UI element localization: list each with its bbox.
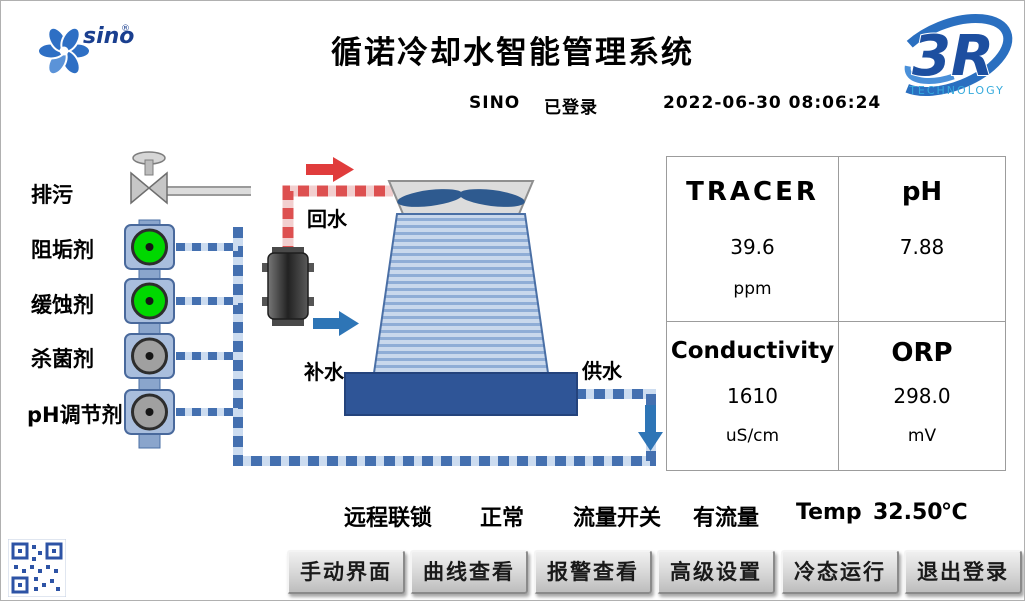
metric-ph-value: 7.88 [899,235,945,259]
return-flow-arrow [306,157,354,182]
button-cold-run[interactable]: 冷态运行 [781,550,899,594]
3r-logo: 3R TECHNOLOGY [889,14,1013,97]
temp-unit: ℃ [941,500,968,525]
interlock-value: 正常 [480,506,525,531]
metric-ph: pH 7.88 [839,157,1005,322]
metric-orp-unit: mV [907,426,937,446]
heat-exchanger[interactable] [262,247,314,326]
pump-biocide[interactable] [124,333,175,379]
label-biocide: 杀菌剂 [31,347,94,371]
button-alarm-view[interactable]: 报警查看 [534,550,652,594]
drain-valve[interactable] [130,151,168,205]
flow-switch-value: 有流量 [693,506,760,531]
label-scale-inhibitor: 阻垢剂 [31,238,94,262]
metric-orp-name: ORP [891,338,953,368]
3r-logo-subtext: TECHNOLOGY [908,84,1005,97]
user-name: SINO [469,93,521,113]
label-ph-adjuster: pH调节剂 [27,403,123,427]
datetime: 2022-06-30 08:06:24 [663,93,882,113]
login-status: 已登录 [544,98,598,118]
supply-flow-arrow [638,405,663,451]
makeup-flow-arrow [313,311,359,336]
label-makeup-water: 补水 [304,360,344,384]
sino-logo-registered-mark: ® [121,24,130,34]
tower-fan-icon [397,189,525,207]
metric-conductivity: Conductivity 1610 uS/cm [667,322,839,470]
button-logout[interactable]: 退出登录 [904,550,1022,594]
metric-conductivity-name: Conductivity [670,338,835,364]
cooling-tower[interactable] [344,180,578,416]
sino-logo-text: sino [83,24,134,49]
label-drain: 排污 [31,183,73,207]
sino-pinwheel-icon [37,26,91,76]
metric-tracer-name: TRACER [686,177,819,207]
label-supply-water: 供水 [582,359,622,383]
qr-code [8,539,66,597]
metric-conductivity-value: 1610 [727,384,778,408]
pump-corrosion-inhibitor[interactable] [124,278,175,324]
metric-tracer-unit: ppm [733,279,772,299]
sino-logo: sino ® [37,24,134,76]
interlock-label: 远程联锁 [344,506,433,531]
pump-ph-adjuster[interactable] [124,389,175,435]
3r-swirl-icon [889,14,1013,96]
label-corrosion-inhibitor: 缓蚀剂 [31,293,94,317]
button-manual-screen[interactable]: 手动界面 [287,550,405,594]
page-title: 循诺冷却水智能管理系统 [331,35,694,71]
return-water-pipe [282,185,393,257]
metric-ph-name: pH [901,177,943,207]
pump-scale-inhibitor[interactable] [124,224,175,270]
metric-tracer-value: 39.6 [730,235,775,259]
metric-orp: ORP 298.0 mV [839,322,1005,470]
tower-basin [344,372,578,416]
flow-switch-label: 流量开关 [573,506,662,531]
metric-orp-value: 298.0 [893,384,951,408]
metrics-panel: TRACER 39.6 ppm pH 7.88 Conductivity 161… [666,156,1006,471]
metric-tracer: TRACER 39.6 ppm [667,157,839,322]
temp-value: 32.50 [873,500,943,525]
button-curve-view[interactable]: 曲线查看 [410,550,528,594]
metric-conductivity-unit: uS/cm [725,426,780,446]
button-advanced-settings[interactable]: 高级设置 [657,550,775,594]
label-return-water: 回水 [307,207,347,231]
temp-label: Temp [796,500,862,525]
3r-logo-text: 3R [912,24,994,89]
cooling-loop-pipe [176,227,656,466]
